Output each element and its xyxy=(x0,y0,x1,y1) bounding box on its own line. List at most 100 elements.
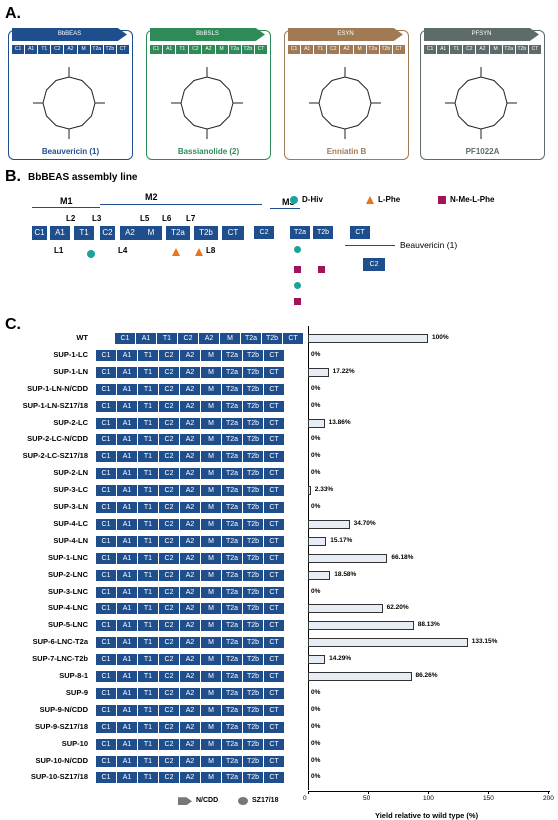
construct-domain: A1 xyxy=(117,671,137,682)
domain-chip: C2 xyxy=(189,45,202,54)
row-label: SUP-6-LNC-T2a xyxy=(32,637,88,647)
domain-chip: A1 xyxy=(301,45,314,54)
construct-domain: T1 xyxy=(138,417,158,429)
molecule-structure xyxy=(309,67,381,139)
row-label: SUP-3-LN xyxy=(53,502,88,511)
assembly-domain: M xyxy=(140,226,162,240)
construct-domain: A1 xyxy=(117,485,137,497)
row-label: SUP-4-LC xyxy=(53,518,88,528)
iterative-domain: T2a xyxy=(290,226,310,239)
construct-domain: T1 xyxy=(138,502,158,513)
construct-domain: C2 xyxy=(159,704,179,716)
construct-domain: A2 xyxy=(180,366,200,378)
construct-domain: A2 xyxy=(180,349,200,361)
construct-domain: C1 xyxy=(96,383,116,395)
domain-chip: CT xyxy=(528,45,541,54)
legend-marker xyxy=(290,196,298,204)
row-label: WT xyxy=(76,333,88,342)
construct-domain: T1 xyxy=(138,485,158,497)
construct-domain: CT xyxy=(264,349,284,361)
construct-domain: M xyxy=(201,637,221,649)
construct-domain: A2 xyxy=(180,755,200,767)
construct-domain: CT xyxy=(264,535,284,547)
construct-domain: T2b xyxy=(243,721,263,733)
synthetase-header: BbBEAS xyxy=(12,28,127,41)
construct-domain: M xyxy=(201,586,221,598)
construct-domain: A2 xyxy=(180,383,200,395)
assembly-domain: T2a xyxy=(166,226,190,240)
construct-domain: CT xyxy=(264,451,284,463)
yield-label: 0% xyxy=(311,722,321,730)
yield-label: 0% xyxy=(311,705,321,713)
domain-chip: C2 xyxy=(327,45,340,54)
construct-domain: CT xyxy=(264,417,284,429)
domain-chip: T1 xyxy=(38,45,51,54)
construct-domain: M xyxy=(201,738,221,750)
construct-domain: T1 xyxy=(138,349,158,361)
construct-domain: C1 xyxy=(96,451,116,463)
construct-domain: T1 xyxy=(138,552,158,564)
construct-domain: M xyxy=(201,349,221,361)
construct-domain: T2b xyxy=(243,468,263,480)
construct-domain: CT xyxy=(264,552,284,564)
domain-chip: A2 xyxy=(340,45,353,54)
arrow xyxy=(345,245,395,246)
construct-domain: A2 xyxy=(180,417,200,429)
construct-domain: C1 xyxy=(115,333,135,344)
domain-chip: CT xyxy=(116,45,129,54)
construct-domain: M xyxy=(201,704,221,716)
construct-domain: C1 xyxy=(96,603,116,615)
dd-icon xyxy=(178,797,192,806)
construct-domain: A1 xyxy=(117,654,137,666)
iterative-domain: T2b xyxy=(313,226,333,239)
construct-domain: T2b xyxy=(243,772,263,784)
yield-bar xyxy=(308,553,388,563)
yield-label: 0% xyxy=(311,503,321,510)
construct-domain: M xyxy=(201,671,221,682)
row-label: SUP-2-LN xyxy=(53,468,88,478)
yield-label: 17.22% xyxy=(332,367,355,375)
construct-domain: C2 xyxy=(159,468,179,480)
construct-domain: A1 xyxy=(117,755,137,767)
assembly-domain: CT xyxy=(222,226,244,240)
construct-domain: C2 xyxy=(159,620,179,632)
construct-domain: A2 xyxy=(180,603,200,615)
linker-label: L5 xyxy=(140,214,150,223)
construct-domain: CT xyxy=(264,721,284,733)
construct-domain: A1 xyxy=(117,552,137,564)
construct-domain: M xyxy=(201,417,221,429)
domain-chip: T1 xyxy=(176,45,189,54)
construct-domain: T2a xyxy=(222,518,242,530)
construct-domain: CT xyxy=(264,366,284,378)
row-label: SUP-7-LNC-T2b xyxy=(32,654,88,664)
construct-domain: T2b xyxy=(243,738,263,750)
legend-sz-label: SZ17/18 xyxy=(252,797,279,805)
yield-label: 15.17% xyxy=(330,536,353,544)
construct-domain: T1 xyxy=(138,721,158,733)
linker-label: L2 xyxy=(66,214,76,223)
synthetase-header: BbBSLS xyxy=(150,28,265,41)
construct-domain: A1 xyxy=(136,333,156,344)
construct-domain: A2 xyxy=(199,333,219,344)
construct-domain: A1 xyxy=(117,603,137,615)
construct-domain: M xyxy=(201,468,221,480)
row-label: SUP-8-1 xyxy=(59,671,88,680)
construct-domain: A1 xyxy=(117,400,137,412)
chain-marker xyxy=(294,266,301,273)
chain-marker xyxy=(294,246,301,253)
construct-domain: T1 xyxy=(138,603,158,615)
row-label: SUP-4-LNC xyxy=(47,603,88,613)
construct-domain: A2 xyxy=(180,721,200,733)
construct-domain: T2b xyxy=(243,502,263,513)
construct-domain: C2 xyxy=(159,687,179,699)
domain-chip: T2b xyxy=(241,45,254,54)
construct-domain: T2a xyxy=(222,485,242,497)
construct-domain: C1 xyxy=(96,485,116,497)
iterative-domain: C2 xyxy=(363,258,385,271)
construct-domain: T2a xyxy=(222,738,242,750)
panel-b-letter: B. xyxy=(5,168,21,185)
legend-dd-label: N/CDD xyxy=(196,797,219,805)
construct-domain: C2 xyxy=(159,654,179,666)
domain-chip: T2a xyxy=(502,45,515,54)
